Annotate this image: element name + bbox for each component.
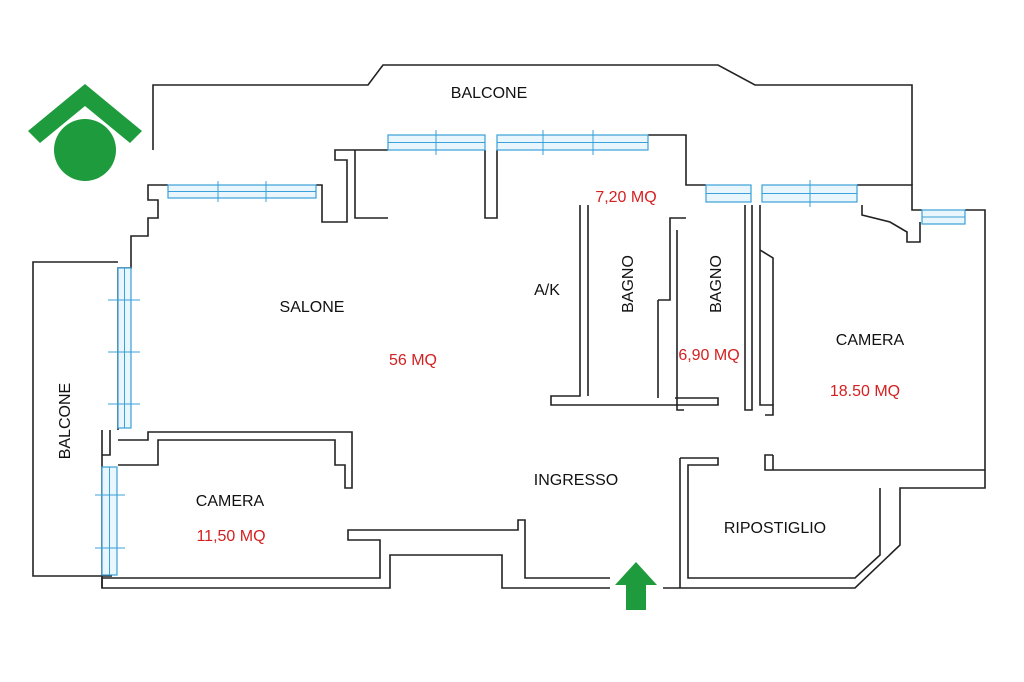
ingresso-label: INGRESSO	[534, 472, 618, 489]
roof-circle-logo-icon	[28, 84, 142, 181]
window-bagno-north	[705, 184, 752, 203]
window-salone-north	[167, 181, 317, 202]
window-camera-west	[95, 466, 125, 576]
bagno-2-label: BAGNO	[708, 255, 725, 313]
balcony-left-outline	[32, 261, 118, 577]
camera-left-label: CAMERA	[196, 493, 265, 510]
window-camera-north	[761, 180, 858, 207]
window-kitchen-north-left	[387, 130, 486, 155]
ripostiglio-label: RIPOSTIGLIO	[724, 520, 826, 537]
camera-right-label: CAMERA	[836, 332, 905, 349]
balcone-top-label: BALCONE	[451, 85, 527, 102]
outer-walls	[101, 134, 986, 589]
camera-left-area: 11,50 MQ	[196, 528, 265, 545]
camera-right-area: 18.50 MQ	[830, 383, 900, 400]
window-camera-east	[921, 209, 966, 225]
kitchen-label: A/K	[534, 282, 560, 299]
bagno-1-label: BAGNO	[620, 255, 637, 313]
salone-label: SALONE	[280, 299, 345, 316]
window-kitchen-north-right	[496, 130, 649, 155]
up-arrow-icon	[615, 562, 657, 610]
interior-walls	[101, 150, 985, 588]
bagno-2-area: 6,90 MQ	[678, 347, 739, 364]
window-salone-west	[108, 267, 140, 429]
salone-area: 56 MQ	[389, 352, 437, 369]
kitchen-area: 7,20 MQ	[595, 189, 656, 206]
balcone-left-label: BALCONE	[57, 383, 74, 459]
balcony-top-outline	[152, 64, 913, 185]
